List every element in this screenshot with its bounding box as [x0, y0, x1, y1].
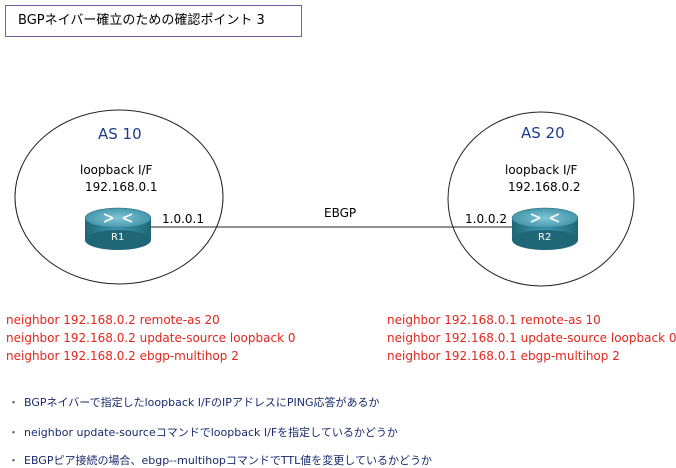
r1-command-ebgp-multihop: neighbor 192.168.0.2 ebgp-multihop 2: [6, 349, 239, 363]
r1-loopback-ip: 192.168.0.1: [85, 180, 158, 194]
r1-command-block: neighbor 192.168.0.2 remote-as 20 neighb…: [6, 311, 295, 365]
r1-router-name: R1: [111, 232, 125, 243]
page-title: BGPネイバー確立のための確認ポイント 3: [5, 5, 302, 37]
note-item: ・ neighbor update-sourceコマンドでloopback I/F…: [8, 424, 398, 440]
r2-loopback-label: loopback I/F: [505, 163, 578, 177]
note-text: EBGPピア接続の場合、ebgp--multihopコマンドでTTL値を変更して…: [24, 454, 432, 467]
r1-command-update-source: neighbor 192.168.0.2 update-source loopb…: [6, 331, 296, 345]
router-r2-icon: [511, 207, 579, 250]
note-text: BGPネイバーで指定したloopback I/FのIPアドレスにPING応答があ…: [24, 396, 380, 409]
r1-interface-ip: 1.0.0.1: [162, 212, 204, 226]
r1-loopback-label: loopback I/F: [80, 163, 153, 177]
r2-router-name: R2: [538, 232, 552, 243]
note-text: neighbor update-sourceコマンドでloopback I/Fを…: [24, 426, 398, 439]
bullet: ・: [8, 426, 19, 439]
as10-label: AS 10: [98, 125, 142, 143]
r1-command-remote-as: neighbor 192.168.0.2 remote-as 20: [6, 313, 220, 327]
ebgp-link-label: EBGP: [324, 206, 357, 220]
r2-command-ebgp-multihop: neighbor 192.168.0.1 ebgp-multihop 2: [387, 349, 620, 363]
router-r1-icon: [84, 207, 152, 250]
as10-boundary: [14, 109, 224, 285]
as20-label: AS 20: [521, 124, 565, 142]
r2-interface-ip: 1.0.0.2: [465, 212, 507, 226]
r2-command-remote-as: neighbor 192.168.0.1 remote-as 10: [387, 313, 601, 327]
note-item: ・ EBGPピア接続の場合、ebgp--multihopコマンドでTTL値を変更し…: [8, 452, 432, 468]
bullet: ・: [8, 454, 19, 467]
note-item: ・ BGPネイバーで指定したloopback I/FのIPアドレスにPING応答が…: [8, 394, 380, 410]
r2-command-block: neighbor 192.168.0.1 remote-as 10 neighb…: [387, 311, 676, 365]
bullet: ・: [8, 396, 19, 409]
as20-boundary: [447, 111, 635, 287]
r2-command-update-source: neighbor 192.168.0.1 update-source loopb…: [387, 331, 676, 345]
r2-loopback-ip: 192.168.0.2: [508, 180, 581, 194]
